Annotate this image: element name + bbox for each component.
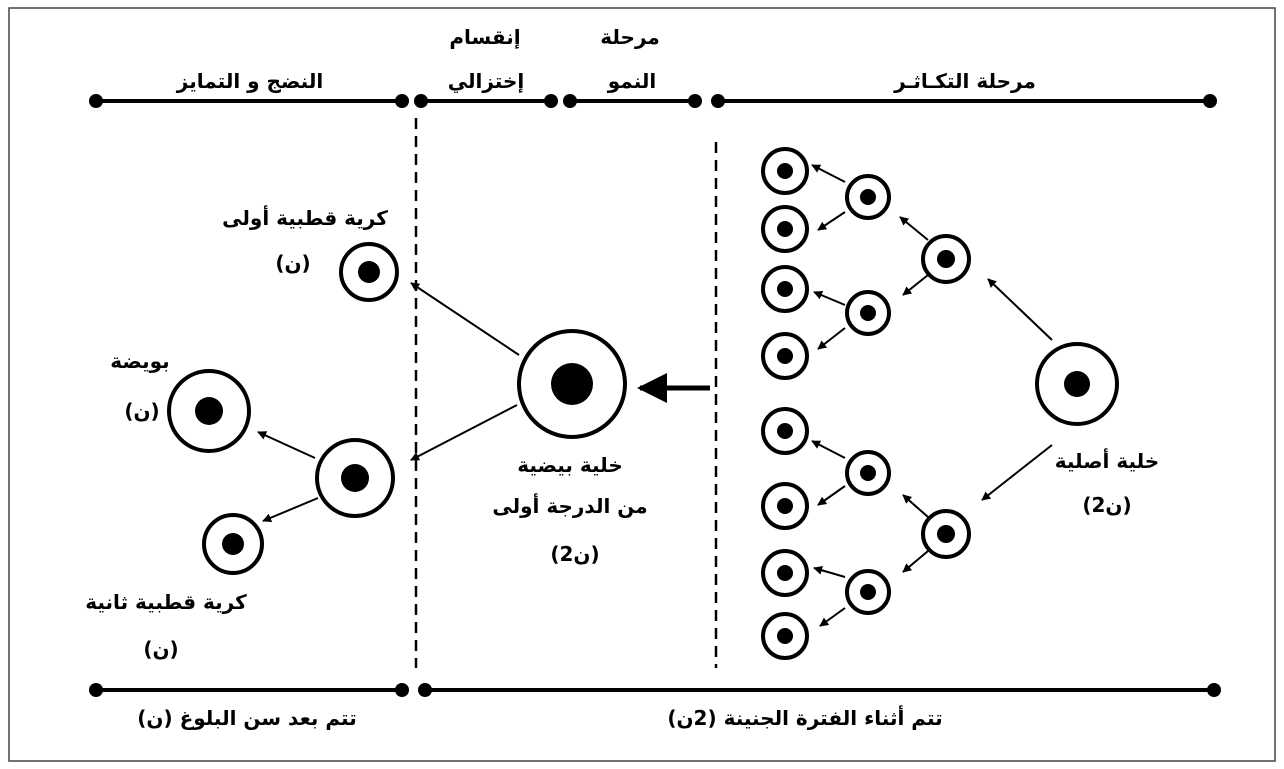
meiosis-arrows [410,282,520,461]
dividing-cell [845,450,891,496]
stage-growth-label-line1: مرحلة [600,25,660,49]
diagram-frame [8,7,1276,762]
ovum-label-line1: بويضة [110,349,169,373]
top-timeline-dots [89,94,1217,108]
stage-maturation-label: النضج و التمايز [176,69,323,93]
ovum-label-line2: (ن) [124,399,159,423]
ovum-cell [167,369,251,453]
bottom-timeline-dots [89,683,1221,697]
oogonium-cell [761,147,809,195]
origin-cell [1035,342,1119,426]
primary-oocyte-label-line3: (2ن) [550,542,599,566]
stage-meiosis-label-line1: إنقسام [449,25,520,49]
dividing-cell [845,290,891,336]
dividing-cell [845,174,891,220]
oogonium-cell [761,265,809,313]
origin-cell-label-line2: (2ن) [1082,493,1131,517]
maturation-arrows [257,431,319,523]
oogonium-cell [761,482,809,530]
secondary-oocyte-cell [315,438,395,518]
second-polar-body-cell [202,513,264,575]
proliferation-cells [761,147,1119,660]
first-polar-body-cell [339,242,399,302]
embryonic-period-label: تتم أثناء الفترة الجنينة (2ن) [667,704,942,730]
oogonium-cell [761,612,809,660]
second-polar-body-label-line2: (ن) [143,637,178,661]
after-puberty-label: تتم بعد سن البلوغ (ن) [137,706,356,730]
primary-oocyte-label-line2: من الدرجة أولى [492,492,647,518]
primary-oocyte-cell [517,329,627,439]
first-polar-body-label-line2: (ن) [275,251,310,275]
first-polar-body-label-line1: كرية قطبية أولى [222,204,388,230]
dividing-cell [845,569,891,615]
oogonium-cell [761,205,809,253]
oogonium-cell [761,407,809,455]
stage-proliferation-label: مرحلة التكـاثـر [893,69,1036,93]
primary-oocyte-label-line1: خلية بيضية [517,453,623,477]
dividing-cell [921,509,971,559]
dividing-cell [921,234,971,284]
oogonium-cell [761,332,809,380]
stage-meiosis-label-line2: إختزالي [448,69,524,94]
origin-cell-label-line1: خلية أصلية [1055,447,1159,473]
proliferation-arrows [811,164,1053,627]
stage-growth-label-line2: النمو [607,69,656,93]
oogonium-cell [761,549,809,597]
second-polar-body-label-line1: كرية قطبية ثانية [85,590,247,614]
